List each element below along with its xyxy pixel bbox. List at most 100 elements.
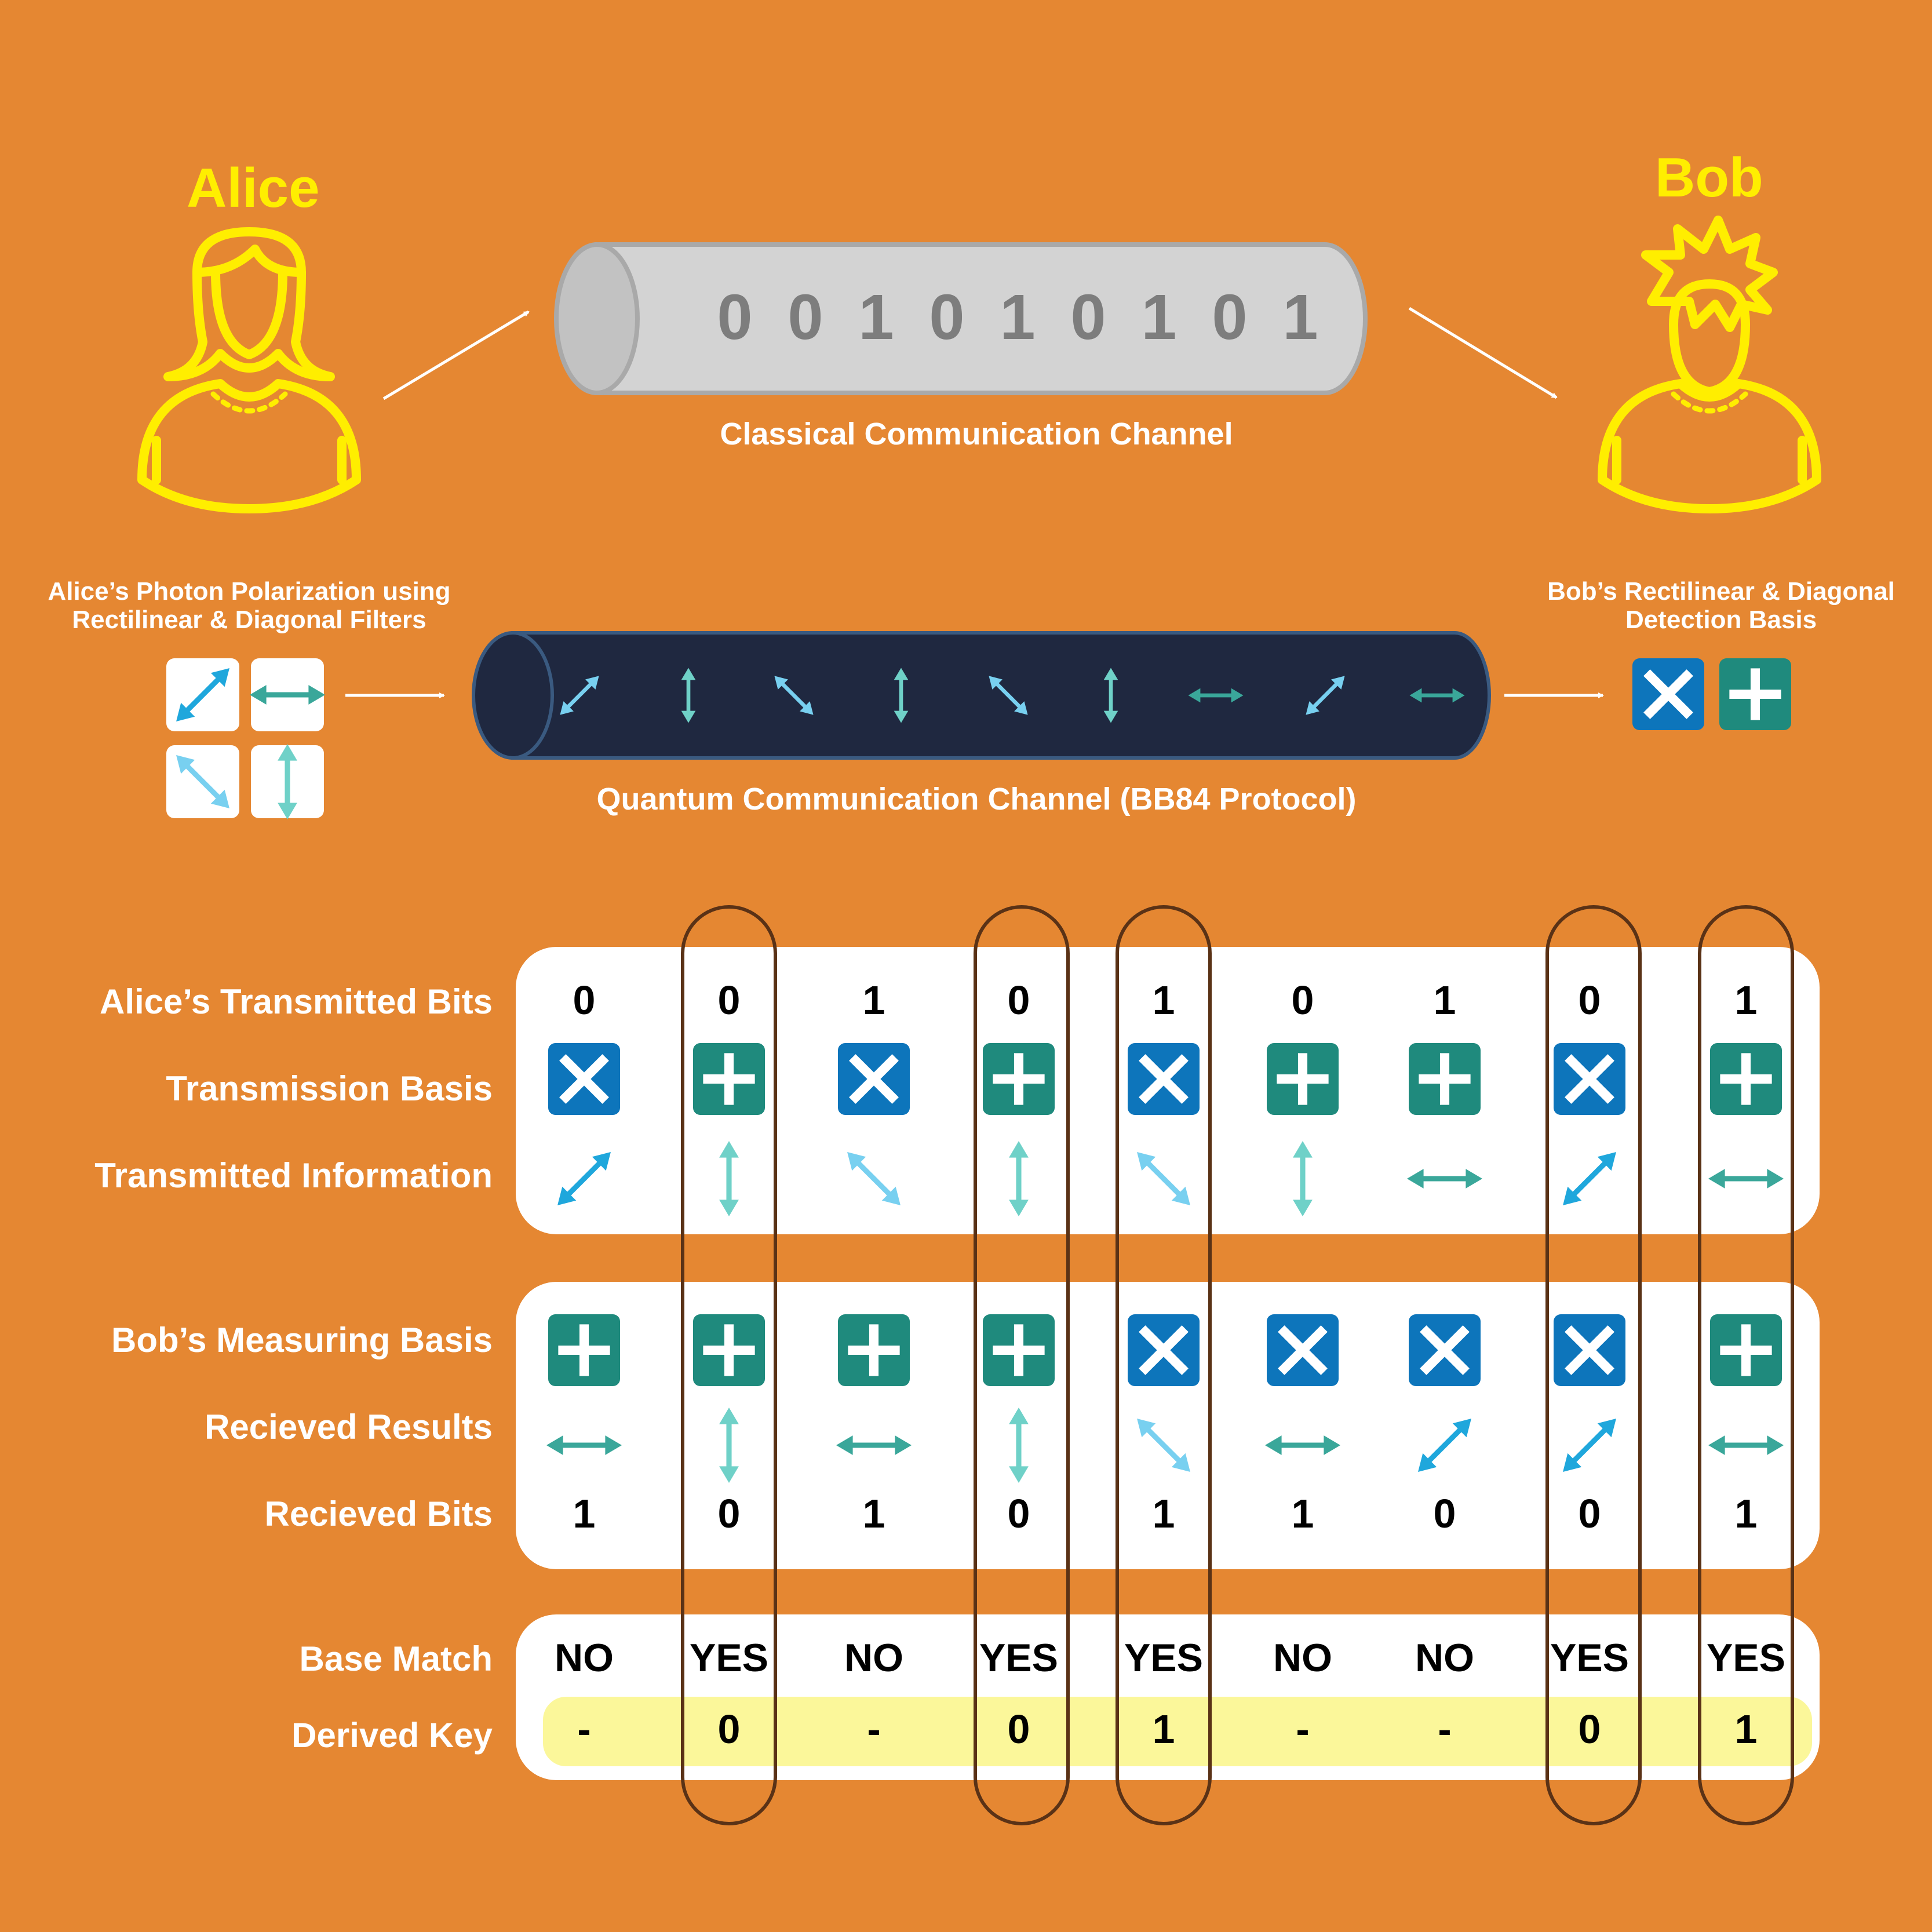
received-bit-cell: 0 [1578, 1491, 1601, 1536]
bob-avatar-icon [1598, 216, 1821, 513]
alice-filters-caption: Alice’s Photon Polarization using Rectil… [17, 577, 481, 635]
matched-column-outline [1116, 905, 1212, 1825]
row-label-received-results: Recieved Results [205, 1408, 493, 1446]
photon-diag-ne-arrow-icon [560, 676, 599, 715]
photon-horizontal-arrow-icon [1188, 688, 1244, 703]
rectilinear-basis-plus-icon [1710, 1043, 1782, 1115]
classical-bit: 1 [1282, 282, 1318, 353]
classical-channel-label: Classical Communication Channel [720, 417, 1233, 451]
rectilinear-basis-plus-icon [838, 1314, 910, 1386]
transmitted-diag-nw-arrow-icon [1137, 1152, 1190, 1205]
rectilinear-basis-plus-icon [693, 1043, 765, 1115]
received-horizontal-arrow-icon [546, 1435, 622, 1455]
classical-bit: 0 [717, 282, 753, 353]
base-match-cell: NO [1273, 1636, 1332, 1680]
filter-diag-ne-arrow-icon [176, 668, 229, 721]
rectilinear-basis-plus-icon [1710, 1314, 1782, 1386]
alice-bit-cell: 0 [573, 978, 596, 1023]
diagonal-basis-x-icon [548, 1043, 620, 1115]
alice-filters-caption-line1: Alice’s Photon Polarization using [48, 577, 451, 606]
derived-key-cell: - [1296, 1707, 1310, 1752]
derived-key-cell: - [1438, 1707, 1452, 1752]
derived-key-cell: 0 [717, 1707, 741, 1752]
base-match-cell: NO [844, 1636, 903, 1680]
quantum-channel-pipe [472, 631, 1491, 760]
derived-key-cell: 0 [1007, 1707, 1030, 1752]
alice-name: Alice [187, 157, 320, 219]
matched-column-outlines [681, 905, 1794, 1825]
classical-bit: 1 [1000, 282, 1036, 353]
classical-bit: 0 [788, 282, 823, 353]
photon-horizontal-arrow-icon [1409, 688, 1465, 703]
received-bit-cell: 1 [1152, 1491, 1175, 1536]
photon-vertical-arrow-icon [681, 668, 696, 723]
quantum-channel-label: Quantum Communication Channel (BB84 Prot… [596, 782, 1357, 816]
row-label-alice-bits: Alice’s Transmitted Bits [100, 982, 493, 1021]
alice-bit-cell: 0 [1291, 978, 1314, 1023]
alice-filter-grid [166, 658, 325, 819]
diagonal-basis-x-icon [838, 1043, 910, 1115]
received-diag-ne-arrow-icon [1563, 1419, 1616, 1472]
rectilinear-basis-plus-icon [693, 1314, 765, 1386]
diagonal-basis-x-icon [1128, 1043, 1200, 1115]
bob-basis-caption-line2: Detection Basis [1625, 606, 1817, 635]
filter-diag-nw-arrow-icon [176, 755, 229, 808]
received-bit-cell: 1 [1734, 1491, 1758, 1536]
transmitted-diag-ne-arrow-icon [1563, 1152, 1616, 1205]
rectilinear-basis-plus-icon [1719, 658, 1791, 730]
photon-diag-ne-arrow-icon [1306, 676, 1345, 715]
photon-diag-nw-arrow-icon [989, 676, 1028, 715]
rectilinear-basis-plus-icon [548, 1314, 620, 1386]
derived-key-highlight [543, 1697, 1812, 1766]
transmitted-vertical-arrow-icon [1009, 1141, 1029, 1216]
received-diag-ne-arrow-icon [1418, 1419, 1471, 1472]
diagonal-basis-x-icon [1267, 1314, 1339, 1386]
derived-key-cell: 0 [1578, 1707, 1601, 1752]
received-vertical-arrow-icon [719, 1408, 739, 1483]
classical-bit: 0 [1070, 282, 1106, 353]
derived-key-cell: 1 [1734, 1707, 1758, 1752]
row-label-bob-basis: Bob’s Measuring Basis [111, 1321, 493, 1359]
alice-avatar-icon [137, 227, 361, 513]
received-diag-nw-arrow-icon [1137, 1419, 1190, 1472]
filter-vertical-arrow-icon [278, 744, 297, 819]
received-bit-cell: 0 [1007, 1491, 1030, 1536]
alice-bit-cell: 1 [862, 978, 885, 1023]
diagonal-basis-x-icon [1554, 1314, 1625, 1386]
derived-key-cell: 1 [1152, 1707, 1175, 1752]
matched-column-outline [1698, 905, 1794, 1825]
bob-name: Bob [1655, 147, 1763, 209]
classical-bit: 0 [1212, 282, 1248, 353]
alice-bit-cell: 1 [1734, 978, 1758, 1023]
received-bit-cell: 0 [717, 1491, 741, 1536]
matched-column-outline [974, 905, 1070, 1825]
filter-horizontal-arrow-icon [250, 685, 325, 705]
row-label-base-match: Base Match [299, 1639, 493, 1678]
transmitted-horizontal-arrow-icon [1708, 1169, 1784, 1189]
received-bit-cell: 0 [1433, 1491, 1456, 1536]
photon-vertical-arrow-icon [1103, 668, 1118, 723]
received-horizontal-arrow-icon [836, 1435, 912, 1455]
diagonal-basis-x-icon [1409, 1314, 1481, 1386]
transmitted-diag-nw-arrow-icon [847, 1152, 901, 1205]
rectilinear-basis-plus-icon [1267, 1043, 1339, 1115]
alice-bit-cell: 0 [717, 978, 741, 1023]
base-match-cell: YES [1706, 1636, 1786, 1680]
alice-bit-cell: 1 [1152, 978, 1175, 1023]
row-label-transmission-basis: Transmission Basis [166, 1069, 493, 1108]
derived-key-cell: - [867, 1707, 881, 1752]
alice-bit-cell: 0 [1007, 978, 1030, 1023]
photon-diag-nw-arrow-icon [774, 676, 814, 715]
diagonal-basis-x-icon [1128, 1314, 1200, 1386]
bob-basis-caption-line1: Bob’s Rectilinear & Diagonal [1547, 577, 1895, 606]
received-horizontal-arrow-icon [1265, 1435, 1340, 1455]
alice-filters-caption-line2: Rectilinear & Diagonal Filters [72, 606, 427, 635]
alice-to-classical-arrow [382, 310, 530, 400]
transmitted-diag-ne-arrow-icon [557, 1152, 611, 1205]
transmitted-horizontal-arrow-icon [1407, 1169, 1482, 1189]
transmitted-vertical-arrow-icon [719, 1141, 739, 1216]
rectilinear-basis-plus-icon [983, 1043, 1055, 1115]
row-label-received-bits: Recieved Bits [264, 1494, 493, 1533]
classical-bit: 0 [929, 282, 965, 353]
